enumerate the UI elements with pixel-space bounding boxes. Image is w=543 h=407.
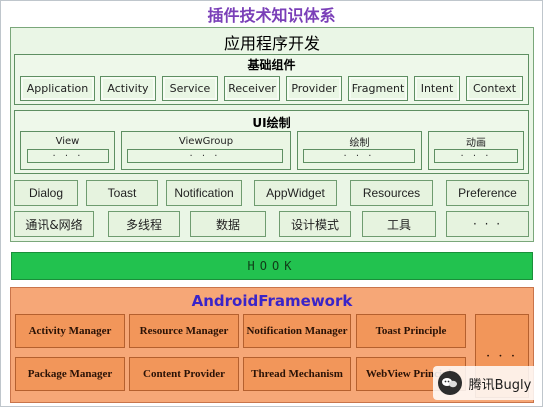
component-activity: Activity: [100, 76, 156, 101]
bugly-logo-icon: [438, 371, 462, 395]
ui-drawing-group-title: UI绘制: [252, 115, 291, 130]
widget-preference: Preference: [446, 180, 529, 206]
fw-activity-manager: Activity Manager: [15, 314, 125, 348]
hook-layer-bar: HOOK: [11, 252, 533, 280]
ui-card-animation-label: 动画: [466, 137, 486, 149]
component-provider: Provider: [286, 76, 342, 101]
ui-card-drawing-more: · · ·: [303, 149, 415, 163]
widget-dialog: Dialog: [14, 180, 78, 206]
topic-tools: 工具: [362, 211, 436, 237]
fw-package-manager: Package Manager: [15, 357, 125, 391]
fw-notification-manager: Notification Manager: [243, 314, 351, 348]
topic-multithreading: 多线程: [108, 211, 180, 237]
component-intent: Intent: [414, 76, 460, 101]
fw-content-provider: Content Provider: [129, 357, 239, 391]
fw-thread-mechanism: Thread Mechanism: [243, 357, 351, 391]
widget-appwidget: AppWidget: [254, 180, 337, 206]
components-group-title: 基础组件: [247, 57, 296, 72]
topic-more: · · ·: [446, 211, 529, 237]
component-service: Service: [162, 76, 218, 101]
watermark-text: 腾讯Bugly: [468, 377, 532, 393]
component-application: Application: [20, 76, 95, 101]
topic-data: 数据: [190, 211, 266, 237]
ui-card-animation-more: · · ·: [434, 149, 518, 163]
topic-communication-network: 通讯&网络: [14, 211, 94, 237]
ui-card-viewgroup-label: ViewGroup: [178, 135, 234, 147]
ui-card-view-label: View: [55, 135, 80, 147]
fw-resource-manager: Resource Manager: [129, 314, 239, 348]
topic-design-patterns: 设计模式: [279, 211, 351, 237]
widget-toast: Toast: [86, 180, 158, 206]
ui-card-view-more: · · ·: [27, 149, 109, 163]
android-framework-title: AndroidFramework: [191, 292, 353, 310]
ui-card-viewgroup-more: · · ·: [127, 149, 283, 163]
widget-resources: Resources: [350, 180, 433, 206]
diagram-title: 插件技术知识体系: [207, 6, 336, 25]
widget-notification: Notification: [166, 180, 242, 206]
fw-toast-principle: Toast Principle: [356, 314, 466, 348]
app-development-title: 应用程序开发: [223, 34, 320, 53]
component-context: Context: [466, 76, 523, 101]
ui-card-drawing-label: 绘制: [349, 137, 370, 149]
component-receiver: Receiver: [224, 76, 280, 101]
component-fragment: Fragment: [348, 76, 408, 101]
